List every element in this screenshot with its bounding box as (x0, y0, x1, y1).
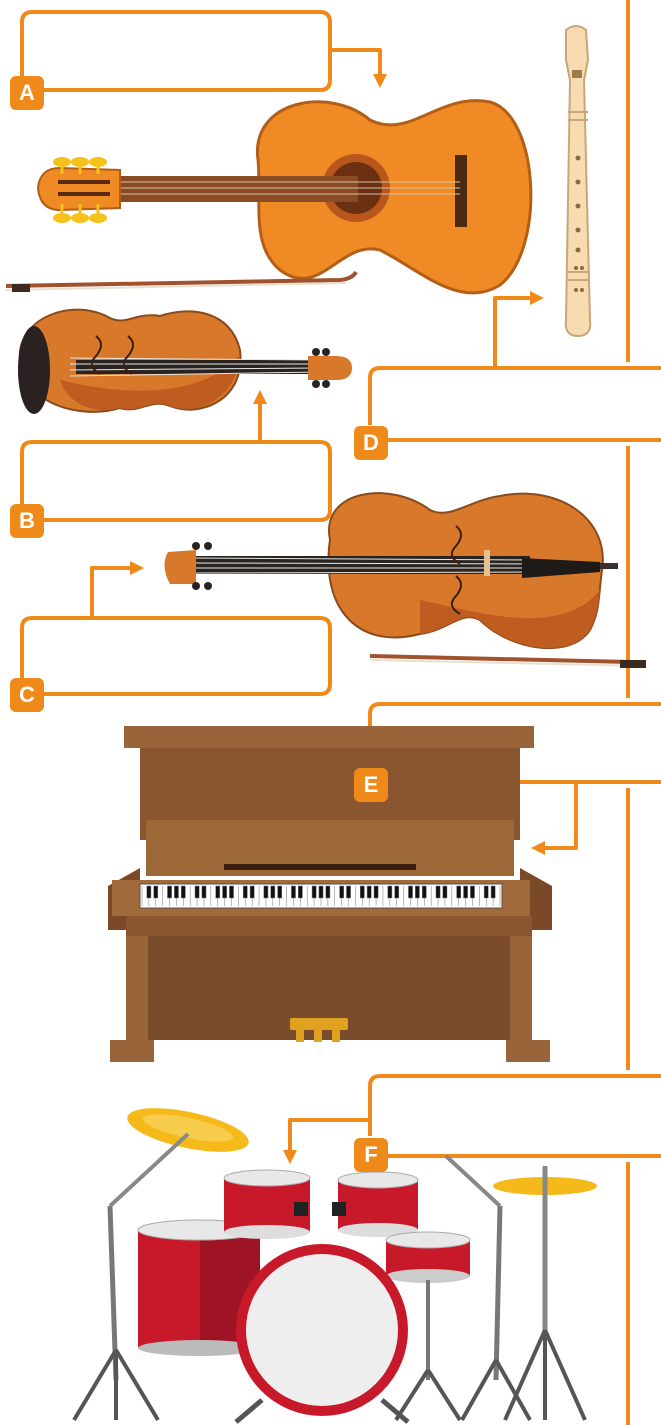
connector-e (545, 782, 576, 848)
label-c: C (10, 678, 44, 712)
connector-c (92, 568, 130, 618)
answer-box-f[interactable] (370, 1076, 661, 1156)
answer-box-a[interactable] (22, 12, 330, 90)
answer-box-d[interactable] (370, 368, 661, 440)
connector-d (495, 298, 530, 368)
connector-a (330, 50, 380, 74)
answer-box-c[interactable] (22, 618, 330, 694)
piano-icon (108, 726, 552, 1062)
label-f: F (354, 1138, 388, 1172)
answer-box-b[interactable] (22, 442, 330, 520)
label-e: E (354, 768, 388, 802)
label-a: A (10, 76, 44, 110)
label-d: D (354, 426, 388, 460)
violin-icon (18, 310, 352, 414)
guitar-icon (38, 101, 531, 293)
label-b: B (10, 504, 44, 538)
recorder-icon (566, 26, 591, 336)
drum-kit-icon (74, 1100, 597, 1422)
